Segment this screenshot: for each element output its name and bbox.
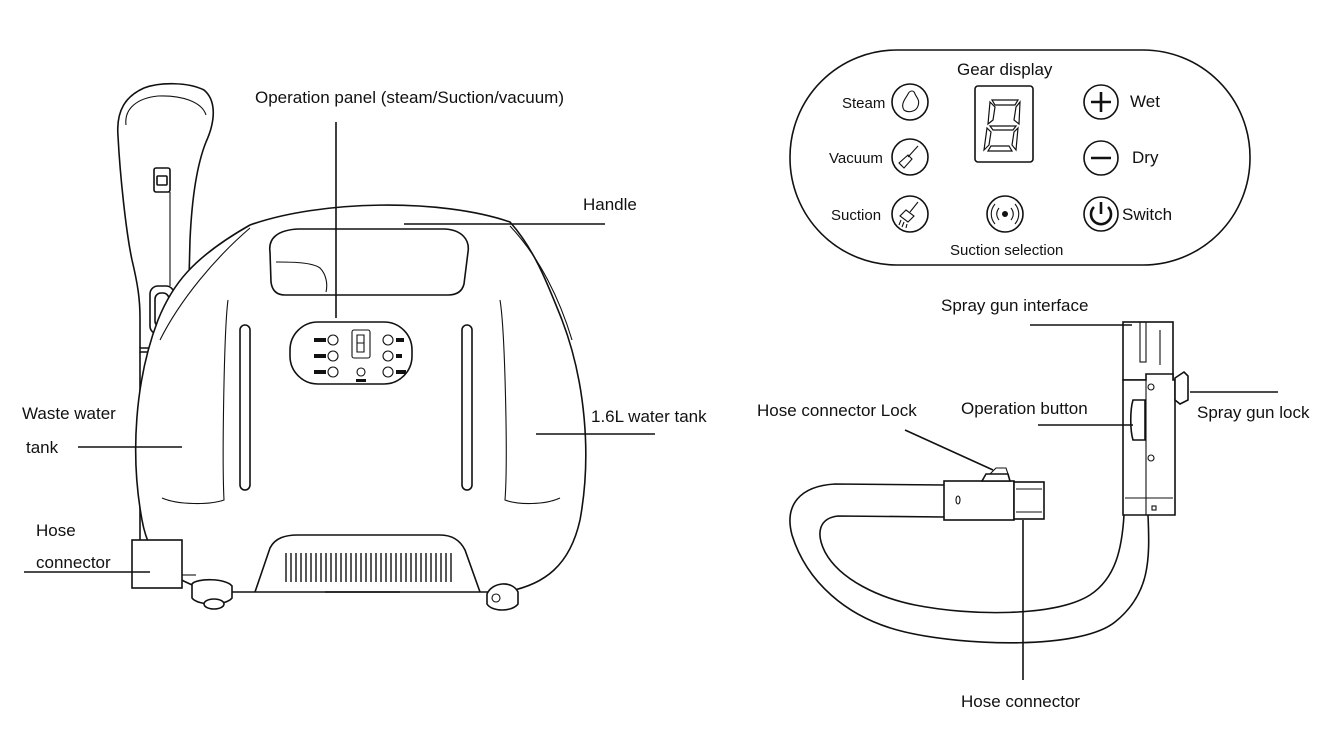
label-spray-gun-interface: Spray gun interface bbox=[941, 296, 1088, 315]
cleaner-unit bbox=[117, 82, 587, 611]
label-spray-gun-lock: Spray gun lock bbox=[1197, 403, 1310, 422]
signal-waves-icon bbox=[986, 195, 1024, 233]
label-hose-connector-main-1: Hose bbox=[36, 521, 76, 540]
label-waste-water-tank-2: tank bbox=[26, 438, 59, 457]
label-waste-water-tank-1: Waste water bbox=[22, 404, 116, 423]
gear-display-screen bbox=[974, 85, 1034, 163]
vent-grille bbox=[285, 553, 452, 582]
minus-circle-icon bbox=[1083, 140, 1119, 176]
panel-steam-label: Steam bbox=[842, 95, 885, 112]
panel-gear-display-label: Gear display bbox=[957, 60, 1053, 79]
panel-vacuum-label: Vacuum bbox=[829, 150, 883, 167]
panel-dry-label: Dry bbox=[1132, 148, 1159, 167]
steam-icon bbox=[891, 83, 929, 121]
plus-circle-icon bbox=[1083, 84, 1119, 120]
panel-suction-selection-label: Suction selection bbox=[950, 242, 1063, 259]
hose-connector-block bbox=[131, 539, 183, 589]
label-water-tank: 1.6L water tank bbox=[591, 407, 707, 426]
label-operation-panel: Operation panel (steam/Suction/vacuum) bbox=[255, 88, 564, 107]
spray-gun-connector bbox=[1122, 321, 1189, 516]
label-handle: Handle bbox=[583, 195, 637, 214]
operation-panel-enlarged: Gear display Steam Vacuum bbox=[789, 49, 1251, 266]
label-hose-connector-lock: Hose connector Lock bbox=[757, 401, 917, 420]
wheel-left bbox=[191, 578, 233, 610]
label-operation-button: Operation button bbox=[961, 399, 1088, 418]
brush-icon bbox=[891, 138, 929, 176]
panel-wet-label: Wet bbox=[1130, 92, 1160, 111]
label-hose-connector: Hose connector bbox=[961, 692, 1080, 711]
wheel-right bbox=[486, 583, 519, 611]
suction-brush-icon bbox=[891, 195, 929, 233]
panel-suction-label: Suction bbox=[831, 207, 881, 224]
power-icon bbox=[1083, 196, 1119, 232]
hose-connector-end bbox=[943, 467, 1045, 521]
hose-assembly bbox=[789, 321, 1189, 644]
label-hose-connector-main-2: connector bbox=[36, 553, 111, 572]
panel-switch-label: Switch bbox=[1122, 205, 1172, 224]
handle-opening bbox=[269, 228, 470, 296]
main-body bbox=[134, 204, 587, 593]
mini-operation-panel bbox=[289, 321, 413, 385]
